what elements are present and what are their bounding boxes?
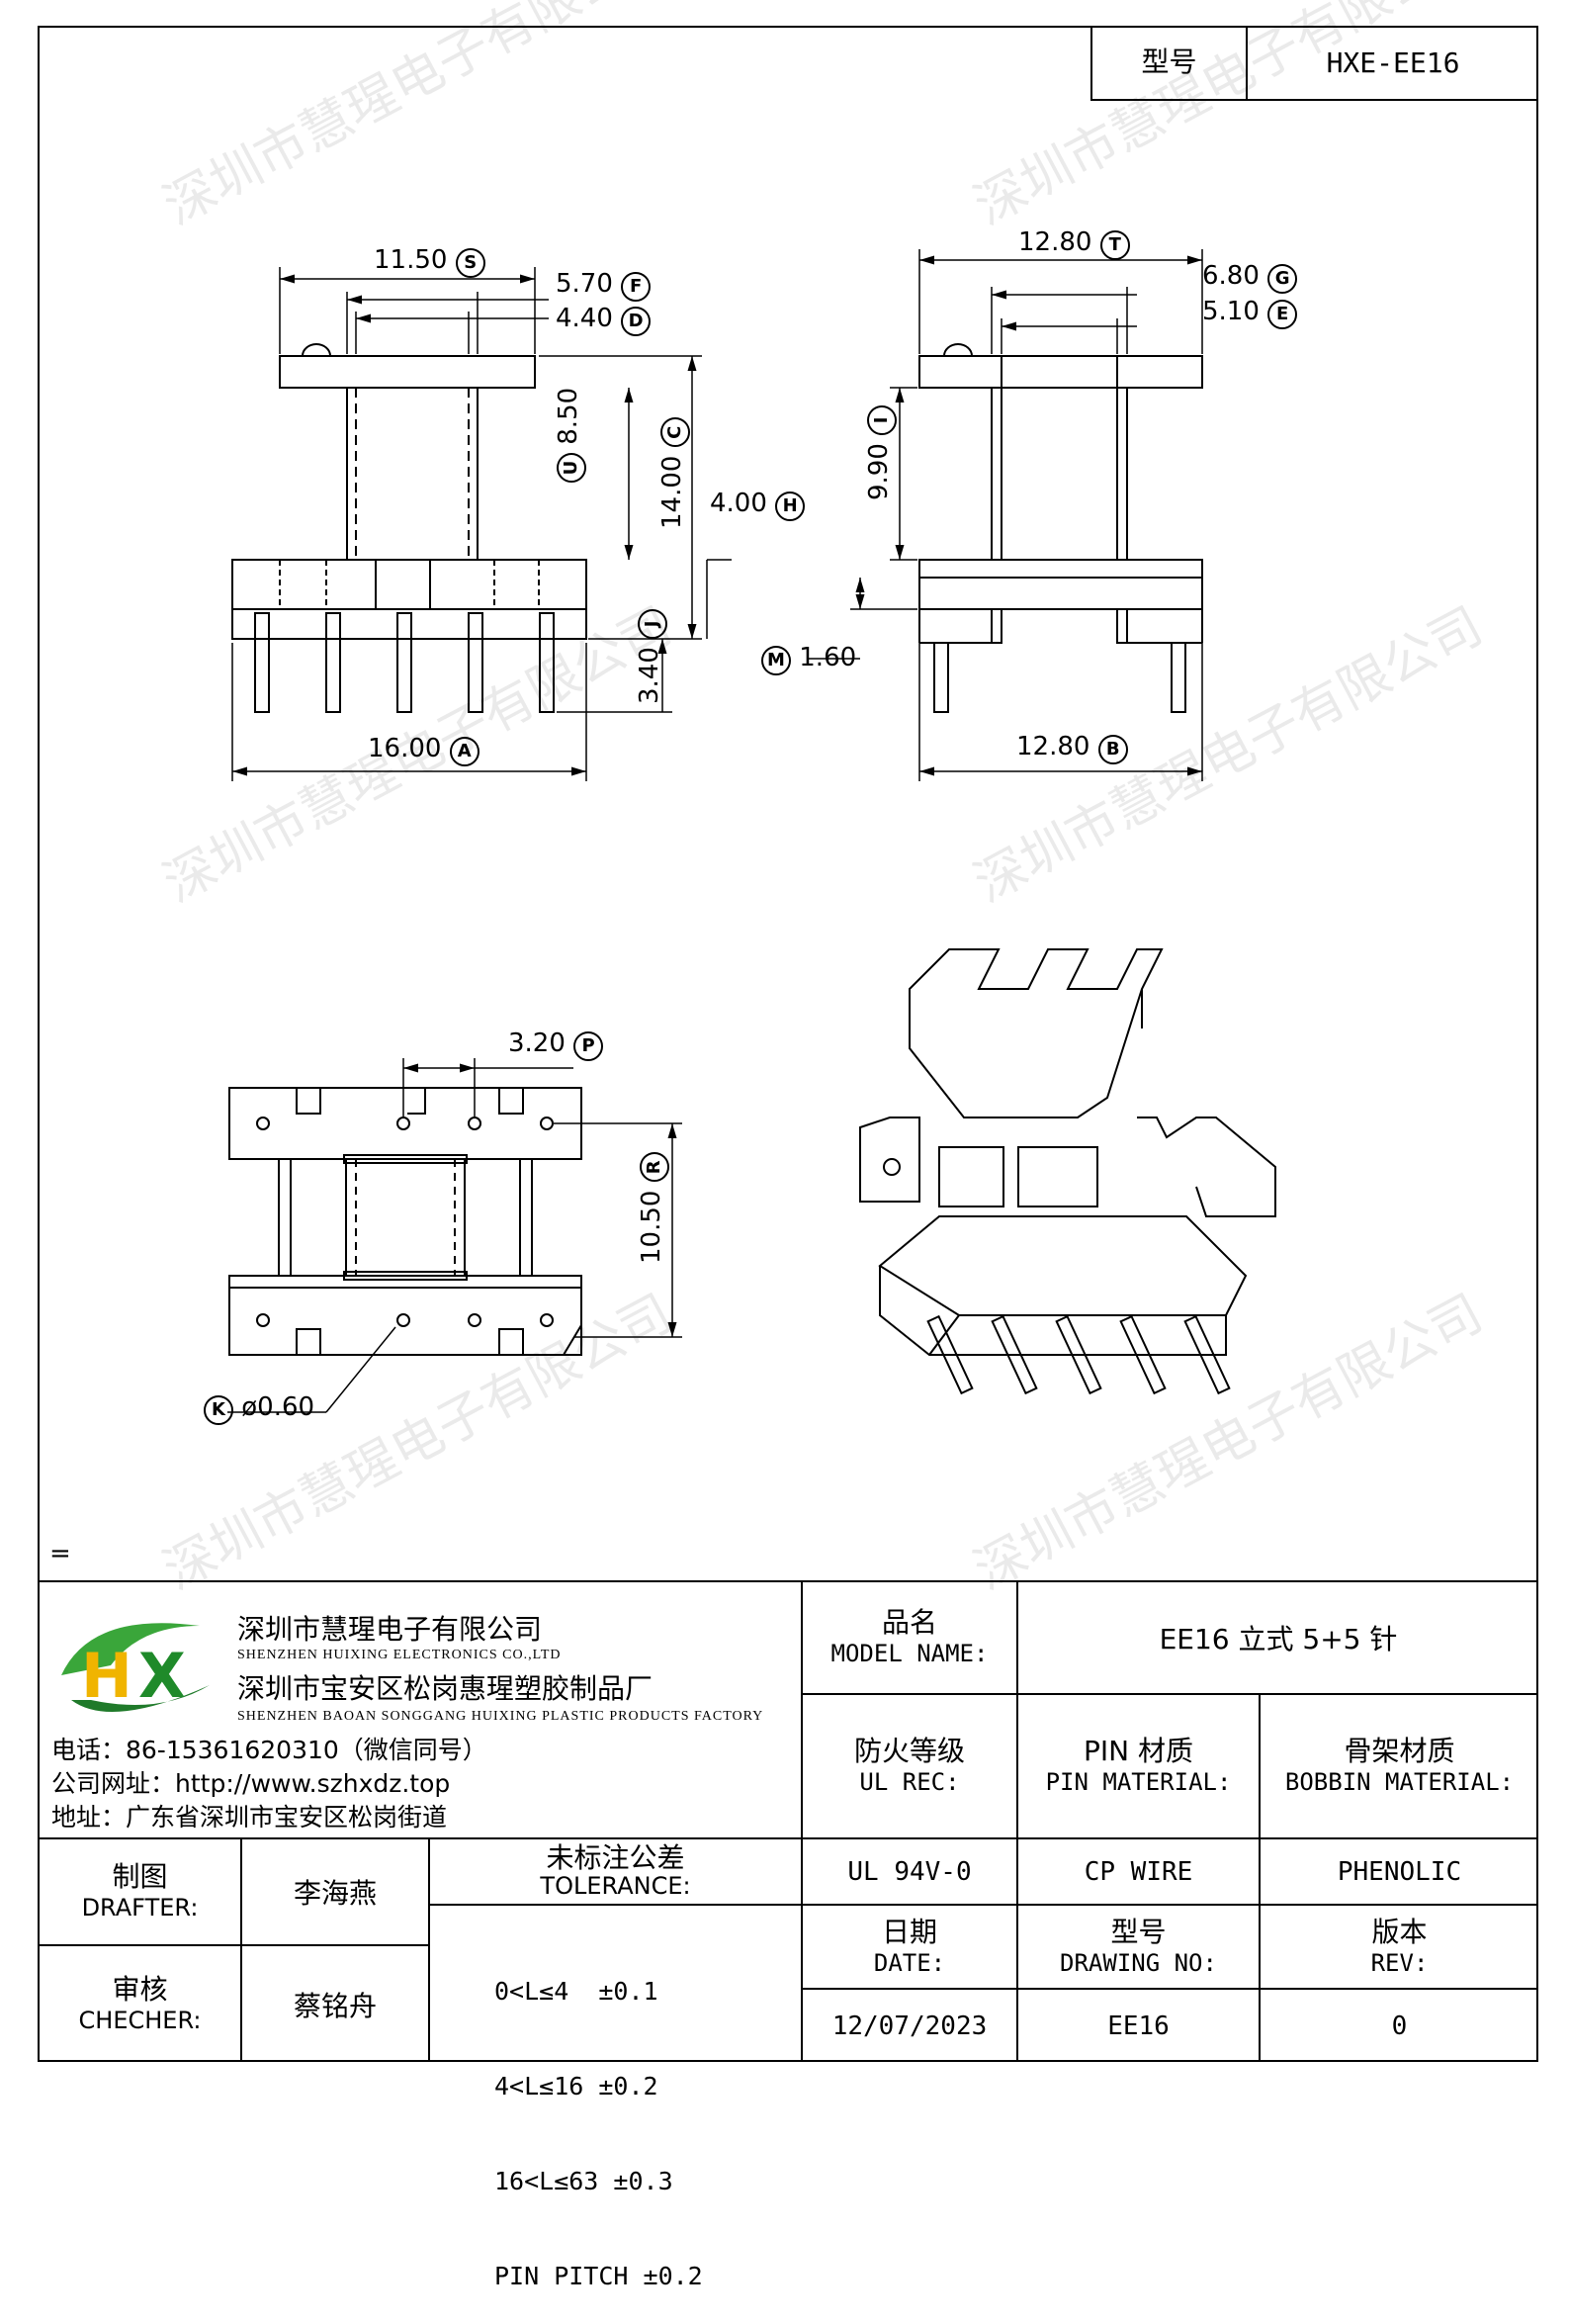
bobbin-material-label: 骨架材质 BOBBIN MATERIAL: <box>1284 1735 1515 1797</box>
pin-material-label: PIN 材质 PIN MATERIAL: <box>1045 1735 1232 1797</box>
drawing-frame <box>38 26 1538 2062</box>
checker-value: 蔡铭舟 <box>293 1989 377 2022</box>
tolerance-row: 4<L≤16 ±0.2 <box>494 2072 658 2101</box>
dimension-lines <box>227 249 1203 1413</box>
tb-divider <box>801 1693 1538 1695</box>
dim-I: 9.90 I <box>864 404 897 500</box>
tb-divider <box>428 1837 430 2062</box>
title-block <box>38 1580 1538 2062</box>
dim-S: 11.50 S <box>374 245 485 278</box>
dim-A: 16.00 A <box>368 734 479 766</box>
tolerance-list: 0<L≤4 ±0.1 4<L≤16 ±0.2 16<L≤63 ±0.3 PIN … <box>494 1913 703 2324</box>
fire-rating-value: UL 94V-0 <box>847 1856 972 1887</box>
dim-M: M 1.60 <box>761 643 856 675</box>
dim-letter-U: U <box>557 453 586 483</box>
dim-letter-C: C <box>660 417 690 448</box>
tolerance-row: 16<L≤63 ±0.3 <box>494 2167 673 2195</box>
model-header-label: 型号 <box>1092 26 1248 99</box>
dim-G: 6.80 G <box>1202 261 1298 294</box>
company-logo: H X <box>61 1623 210 1712</box>
dim-D: 4.40 D <box>556 304 652 336</box>
company-name-en: SHENZHEN HUIXING ELECTRONICS CO.,LTD <box>237 1648 562 1662</box>
tb-divider <box>801 1988 1538 1990</box>
company-website: 公司网址：http://www.szhxdz.top <box>51 1769 451 1798</box>
company-name-cn: 深圳市慧瑆电子有限公司 <box>237 1613 543 1646</box>
dim-letter-P: P <box>573 1031 604 1061</box>
dim-letter-G: G <box>1267 264 1298 294</box>
tb-divider <box>240 1837 242 2062</box>
dim-letter-D: D <box>621 307 652 336</box>
svg-text:H: H <box>81 1640 132 1712</box>
checker-label: 审核 CHECHER: <box>78 1972 202 2034</box>
bobbin-material-value: PHENOLIC <box>1337 1856 1462 1887</box>
tb-divider <box>801 1904 1538 1906</box>
dim-J: 3.40 J <box>635 608 667 704</box>
pin-material-value: CP WIRE <box>1084 1856 1193 1887</box>
date-value: 12/07/2023 <box>831 2011 988 2041</box>
dim-F: 5.70 F <box>556 269 652 302</box>
dim-K: K ø0.60 <box>204 1392 314 1425</box>
technical-drawing <box>227 249 1276 1413</box>
dim-letter-R: R <box>640 1152 669 1183</box>
company-info: H X 深圳市慧瑆电子有限公司 SHENZHEN HUIXING ELECTRO… <box>40 1582 801 1837</box>
dim-letter-H: H <box>775 492 806 521</box>
side-view <box>918 343 1203 713</box>
dim-R: 10.50 R <box>637 1152 669 1264</box>
tb-divider <box>38 1837 1538 1839</box>
model-header-value: HXE-EE16 <box>1326 45 1460 79</box>
date-label: 日期 DATE: <box>873 1915 946 1977</box>
drawing-no-value: EE16 <box>1107 2011 1170 2041</box>
dim-P: 3.20 P <box>508 1028 604 1061</box>
rev-label: 版本 REV: <box>1370 1915 1429 1977</box>
dim-letter-K: K <box>204 1395 233 1425</box>
dim-letter-M: M <box>761 646 791 675</box>
drawing-no-label: 型号 DRAWING NO: <box>1060 1915 1217 1977</box>
tolerance-label: 未标注公差 TOLERANCE: <box>540 1840 691 1900</box>
front-view <box>231 343 587 713</box>
tb-divider <box>38 1944 428 1946</box>
tolerance-row: 0<L≤4 ±0.1 <box>494 1977 658 2006</box>
tb-divider <box>1016 1580 1018 2062</box>
dim-H: 4.00 H <box>710 489 806 521</box>
dim-B: 12.80 B <box>1016 732 1128 764</box>
dim-letter-F: F <box>621 272 652 302</box>
factory-name-cn: 深圳市宝安区松岗惠瑆塑胶制品厂 <box>237 1672 654 1705</box>
dim-T: 12.80 T <box>1018 227 1130 260</box>
rev-value: 0 <box>1391 2011 1408 2041</box>
isometric-view <box>859 948 1276 1395</box>
dimension-labels: 11.50 S 5.70 F 4.40 D U 8.50 14.00 C 4.0… <box>49 227 1298 1568</box>
dim-letter-E: E <box>1267 300 1298 329</box>
factory-name-en: SHENZHEN BAOAN SONGGANG HUIXING PLASTIC … <box>237 1709 764 1724</box>
model-header-box: 型号 HXE-EE16 <box>1090 26 1538 101</box>
dim-C: 14.00 C <box>657 417 690 529</box>
dim-E: 5.10 E <box>1202 297 1298 329</box>
dim-letter-T: T <box>1099 230 1130 260</box>
fire-rating-label: 防火等级 UL REC: <box>853 1735 965 1797</box>
tolerance-row: PIN PITCH ±0.2 <box>494 2262 703 2290</box>
model-name-label: 品名 MODEL NAME: <box>830 1606 989 1668</box>
dim-letter-J: J <box>638 608 667 639</box>
equals-mark: = <box>49 1539 71 1568</box>
company-address: 地址：广东省深圳市宝安区松岗街道 <box>51 1803 448 1832</box>
tb-divider <box>1259 1693 1261 2062</box>
dim-letter-B: B <box>1097 735 1128 764</box>
dim-letter-A: A <box>449 737 479 766</box>
dim-U: U 8.50 <box>554 388 586 483</box>
drafter-value: 李海燕 <box>293 1877 377 1910</box>
model-name-value: EE16 立式 5+5 针 <box>1159 1623 1398 1655</box>
svg-text:X: X <box>138 1640 186 1712</box>
tb-divider <box>801 1580 803 2062</box>
dim-letter-S: S <box>455 248 485 278</box>
dim-letter-I: I <box>867 404 897 435</box>
tb-divider <box>428 1904 801 1906</box>
drafter-label: 制图 DRAFTER: <box>81 1860 199 1922</box>
company-phone: 电话：86-15361620310（微信同号） <box>51 1736 487 1764</box>
